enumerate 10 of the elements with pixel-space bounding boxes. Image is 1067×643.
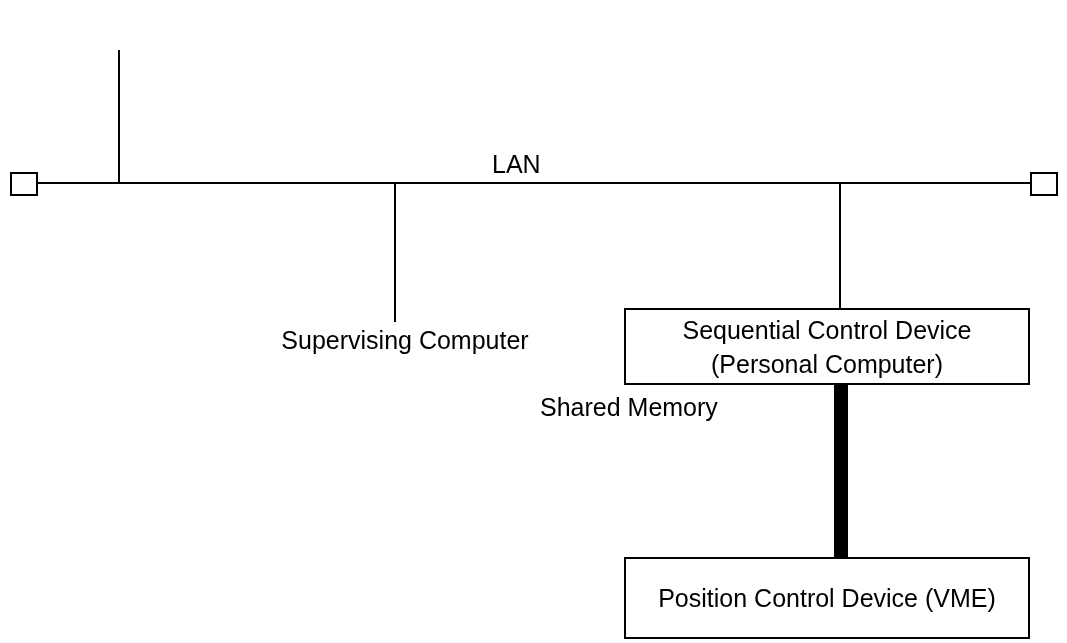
terminator-box (10, 172, 38, 196)
bus-label: LAN (492, 152, 541, 177)
edge-label: Shared Memory (540, 395, 718, 420)
device-box: Sequential Control Device (Personal Computer) (624, 308, 1030, 385)
node-label: Supervising Computer (281, 325, 529, 356)
connector-line (394, 182, 396, 323)
connector-line (118, 49, 120, 184)
terminator-box (1030, 172, 1058, 196)
connector-line (839, 182, 841, 309)
device-box: Position Control Device (VME) (624, 557, 1030, 639)
